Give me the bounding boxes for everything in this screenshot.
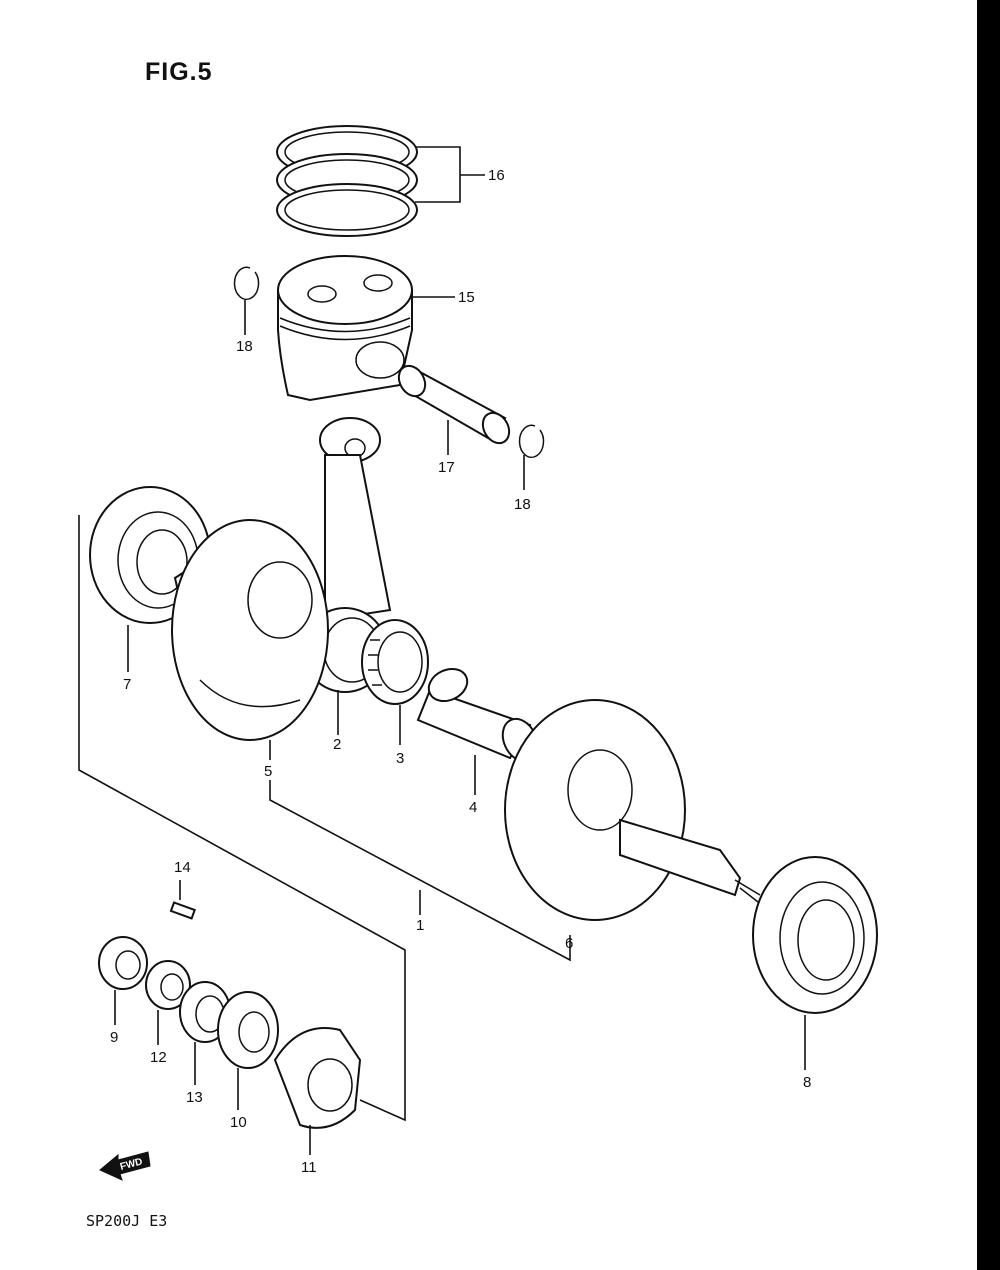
right-bearing-drawing [752,856,878,1014]
needle-bearing-drawing [361,619,429,705]
figure-title: FIG.5 [145,58,213,86]
callout-18-left: 18 [236,338,253,355]
circlip-left-drawing [233,266,260,301]
callout-12: 12 [150,1049,167,1066]
scan-edge-bar [977,0,1000,1270]
circlip-right-drawing [518,424,545,459]
callout-2: 2 [333,736,341,753]
callout-labels: 16 15 18 17 18 7 2 3 5 4 14 1 6 9 12 8 1… [110,167,811,1176]
piston-rings-drawing [276,125,418,237]
oil-seal-drawing [98,936,148,990]
callout-11: 11 [301,1159,317,1176]
callout-7: 7 [123,676,131,693]
callout-16: 16 [488,167,505,184]
callout-1: 1 [416,917,424,934]
callout-17: 17 [438,459,455,476]
callout-8: 8 [803,1074,811,1091]
key-drawing [169,901,196,920]
callout-18-right: 18 [514,496,531,513]
piston-drawing [277,255,413,402]
piston-pin-drawing [397,364,511,445]
gear-small-drawing [217,991,279,1069]
crank-pin-drawing [416,667,539,763]
callout-10: 10 [230,1114,247,1131]
right-crank-web-drawing [504,699,761,921]
leader-lines [78,146,806,1155]
callout-4: 4 [469,799,477,816]
callout-5: 5 [264,763,272,780]
callout-9: 9 [110,1029,118,1046]
callout-3: 3 [396,750,404,767]
nut-drawing [145,960,191,1010]
fwd-arrow-icon: FWD [99,1151,151,1181]
left-crank-web-drawing [171,519,329,741]
callout-13: 13 [186,1089,203,1106]
model-code: SP200J E3 [86,1212,168,1230]
gear-large-drawing [273,1027,362,1129]
callout-6: 6 [565,935,573,952]
callout-15: 15 [458,289,475,306]
callout-14: 14 [174,859,191,876]
